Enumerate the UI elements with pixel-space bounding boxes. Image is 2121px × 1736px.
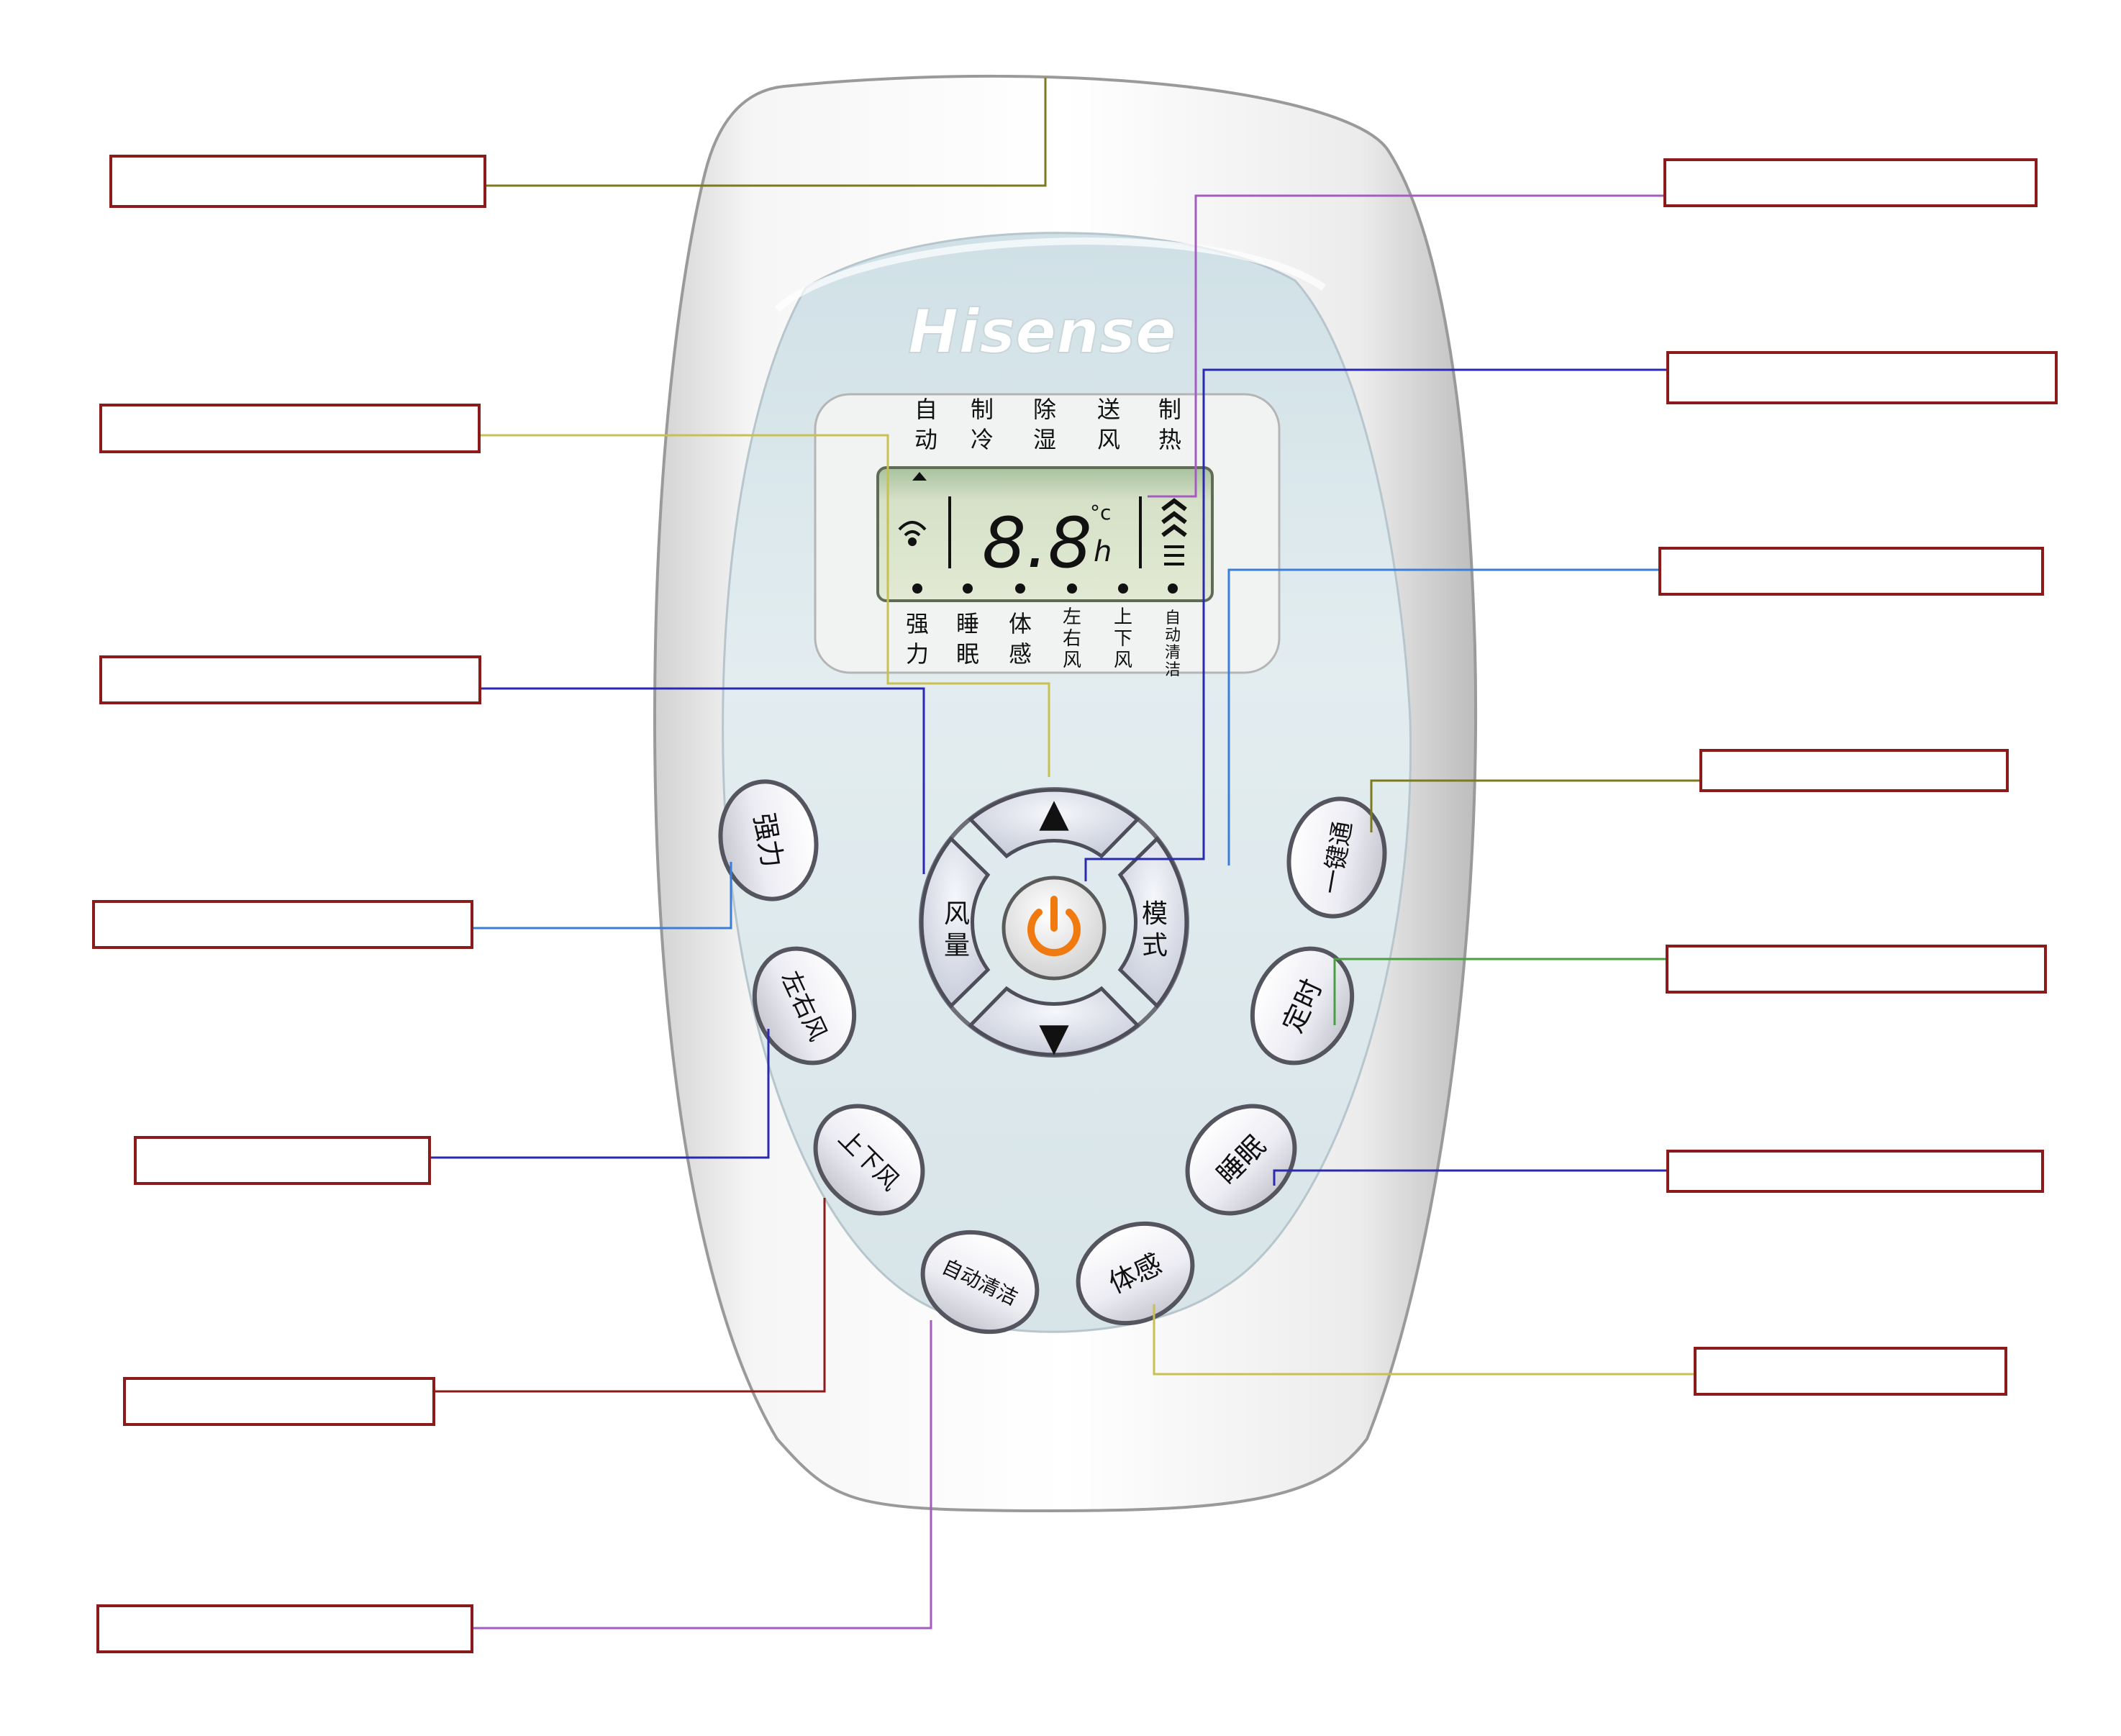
lcd-unit-hour: h	[1094, 535, 1112, 568]
dpad: ▲ ▼ 风 量 模 式	[921, 789, 1187, 1060]
function-label-char: 感	[1009, 640, 1032, 668]
callout-box-9	[1668, 353, 2056, 403]
callout-box-3	[101, 657, 480, 703]
callout-box-14	[1695, 1348, 2006, 1394]
mode-label-top: 制	[1158, 396, 1181, 423]
down-arrow-icon: ▼	[1039, 1014, 1069, 1060]
up-arrow-icon: ▲	[1039, 790, 1069, 835]
mode-label-bottom: 湿	[1033, 426, 1056, 453]
function-label-char: 体	[1009, 610, 1032, 637]
lcd-function-dot	[1015, 583, 1025, 594]
mode-label-bottom: 冷	[971, 426, 994, 453]
mode-label-top: 自	[914, 396, 937, 423]
callout-box-2	[101, 405, 479, 452]
callout-box-6	[124, 1378, 434, 1424]
callout-box-11	[1701, 750, 2007, 791]
display-panel: 自动制冷除湿送风制热 8.8 °c h 强力睡眠体感左右风上下风自动清洁	[815, 394, 1279, 679]
function-label-char: 洁	[1165, 661, 1181, 679]
function-label-char: 眠	[956, 640, 979, 668]
function-label-char: 风	[1114, 650, 1132, 671]
lcd-digits: 8.8	[982, 503, 1092, 583]
fan-speed-label-1: 风	[944, 899, 970, 929]
function-label-char: 力	[906, 640, 929, 668]
callout-box-1	[111, 156, 485, 206]
lcd-function-dot	[1067, 583, 1077, 594]
function-label-char: 上	[1114, 606, 1132, 628]
lcd-function-dot	[1168, 583, 1178, 594]
fan-speed-label-2: 量	[944, 931, 970, 960]
lcd-function-dot	[912, 583, 922, 594]
mode-label-2: 式	[1142, 931, 1168, 960]
lcd-divider-right	[1139, 496, 1142, 568]
function-label-char: 睡	[956, 610, 979, 637]
brand-logo: Hisense	[908, 296, 1176, 367]
lcd-unit-celsius: °c	[1090, 501, 1111, 524]
function-label-char: 下	[1114, 628, 1132, 650]
callout-box-13	[1668, 1151, 2043, 1191]
lcd-function-dot	[963, 583, 973, 594]
function-label-char: 右	[1063, 628, 1081, 650]
callout-box-8	[1665, 160, 2036, 206]
function-label-char: 左	[1063, 606, 1081, 628]
function-label-char: 清	[1165, 644, 1181, 662]
mode-label-bottom: 热	[1158, 426, 1181, 453]
mode-label-top: 送	[1097, 396, 1120, 423]
mode-label-top: 除	[1033, 396, 1056, 423]
lcd-function-dot	[1118, 583, 1128, 594]
callout-box-12	[1667, 946, 2045, 992]
callout-box-5	[135, 1137, 430, 1183]
mode-label-top: 制	[971, 396, 994, 423]
callout-box-7	[98, 1606, 472, 1652]
function-label-char: 动	[1165, 627, 1181, 645]
function-label-char: 风	[1063, 650, 1081, 671]
function-label-char: 自	[1165, 609, 1181, 627]
mode-label-bottom: 动	[914, 426, 937, 453]
lcd-divider-left	[948, 496, 951, 568]
callout-box-4	[94, 901, 472, 947]
mode-label-1: 模	[1142, 899, 1168, 929]
power-button[interactable]	[1004, 878, 1104, 978]
mode-label-bottom: 风	[1097, 426, 1120, 453]
function-label-char: 强	[906, 610, 929, 637]
callout-box-10	[1660, 548, 2043, 594]
